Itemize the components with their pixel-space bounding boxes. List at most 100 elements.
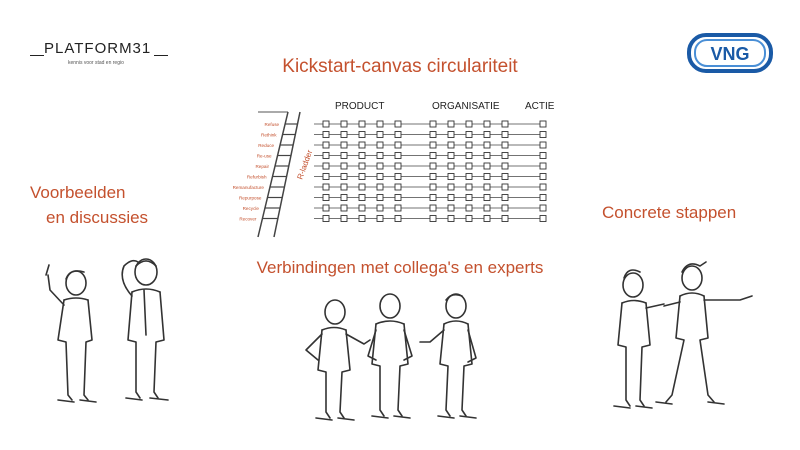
organisatie-box [465,173,473,180]
ladder-rung-label: Refurbish [247,175,267,180]
actie-box [539,204,547,212]
organisatie-box [447,173,455,180]
organisatie-box [429,183,437,191]
ladder-rung-label: Recover [239,217,257,222]
ladder-rung-label: Repurpose [239,196,262,201]
organisatie-box [501,152,509,159]
organisatie-box [429,120,437,128]
organisatie-box [447,204,455,212]
organisatie-box [429,215,437,222]
organisatie-box [447,152,455,159]
organisatie-box [465,152,473,159]
vng-wordmark: VNG [710,44,749,64]
organisatie-box [483,204,491,212]
organisatie-box [429,152,437,159]
product-box [394,215,402,222]
organisatie-box [501,141,509,149]
product-box [394,131,402,138]
ladder-rail-right [273,111,301,238]
ladder-rung-label: Re-use [257,154,272,159]
organisatie-box [447,183,455,191]
product-box [394,141,402,149]
organisatie-box [483,215,491,222]
product-box [376,131,384,138]
actie-box [539,194,547,201]
product-box [358,152,366,159]
product-box [358,204,366,212]
organisatie-box [483,152,491,159]
organisatie-box [501,162,509,170]
organisatie-box [465,131,473,138]
right-caption: Concrete stappen [602,203,737,222]
product-box [394,173,402,180]
product-box [322,152,330,159]
product-box [394,120,402,128]
organisatie-box [429,162,437,170]
person-thinking-left [45,264,97,403]
platform31-tagline: kennis voor stad en regio [68,60,124,66]
product-box [358,162,366,170]
person-right-listener [613,269,665,409]
actie-box [539,120,547,128]
ladder-label: R-ladder [295,148,314,180]
product-box [340,162,348,170]
organisatie-box [429,173,437,180]
ladder-rung-label: Recycle [243,206,260,211]
product-box [340,131,348,138]
organisatie-box [483,183,491,191]
organisatie-box [501,131,509,138]
organisatie-box [465,215,473,222]
product-box [322,120,330,128]
actie-box [539,173,547,180]
logo-line-right [154,55,168,56]
column-header-actie: ACTIE [525,101,555,112]
person-center-right [419,293,477,419]
product-box [394,194,402,201]
product-box [340,204,348,212]
actie-box [539,152,547,159]
product-box [358,141,366,149]
organisatie-box [429,131,437,138]
organisatie-box [465,194,473,201]
product-box [394,183,402,191]
product-box [376,162,384,170]
product-box [340,141,348,149]
ladder-rung-label: Repair [255,164,269,169]
product-box [358,173,366,180]
people-illustrations [45,258,753,421]
vng-logo: VNG [686,32,774,74]
ladder-rungs [262,123,298,220]
actie-box [539,162,547,170]
organisatie-box [465,204,473,212]
organisatie-box [465,183,473,191]
ladder-rung-label: Remanufacture [233,185,265,190]
organisatie-box [483,131,491,138]
person-center-middle [367,293,413,419]
organisatie-box [465,141,473,149]
organisatie-box [483,141,491,149]
product-box [358,194,366,201]
ladder-rung-label: Reduce [258,143,274,148]
product-box [376,194,384,201]
organisatie-box [465,162,473,170]
organisatie-box [429,194,437,201]
organisatie-box [483,173,491,180]
product-box [322,194,330,201]
organisatie-box [447,162,455,170]
vng-logo-mark: VNG [687,33,773,73]
product-box [322,141,330,149]
product-box [340,215,348,222]
product-box [358,120,366,128]
product-box [376,120,384,128]
product-box [322,204,330,212]
organisatie-box [429,204,437,212]
organisatie-box [447,215,455,222]
organisatie-box [501,173,509,180]
logo-line-left [30,55,44,56]
ladder-rung-label: Rethink [261,133,277,138]
actie-box [539,141,547,149]
product-box [340,173,348,180]
product-box [376,141,384,149]
product-box [322,183,330,191]
product-box [394,162,402,170]
